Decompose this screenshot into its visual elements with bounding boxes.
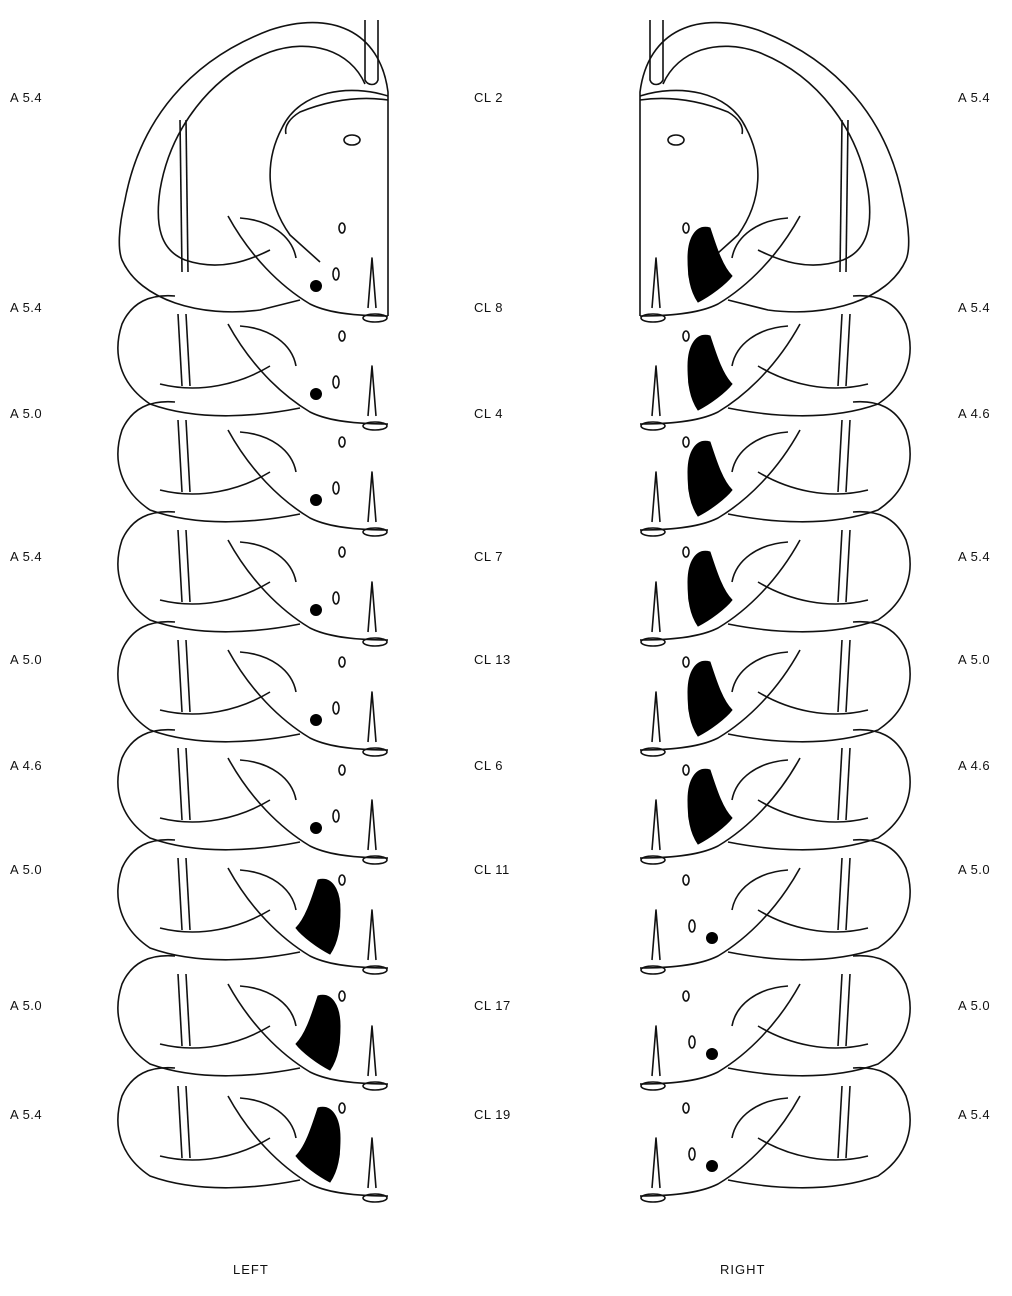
case-label: CL 19	[474, 1107, 511, 1122]
left-lesion-large-8	[296, 995, 340, 1070]
right-section-9	[640, 1068, 910, 1202]
case-label: CL 7	[474, 549, 503, 564]
right-column-label: RIGHT	[720, 1262, 765, 1277]
case-label: CL 4	[474, 406, 503, 421]
left-level-label: A 5.0	[10, 862, 42, 877]
case-label: CL 13	[474, 652, 511, 667]
left-level-label: A 5.0	[10, 652, 42, 667]
right-lesion-large-5	[688, 661, 732, 736]
left-lesion-dot-5	[310, 714, 322, 726]
left-lesion-dot-3	[310, 494, 322, 506]
right-section-8	[640, 956, 910, 1090]
left-level-label: A 5.0	[10, 998, 42, 1013]
right-lesion-dot-8	[706, 1048, 718, 1060]
left-level-label: A 4.6	[10, 758, 42, 773]
case-label: CL 8	[474, 300, 503, 315]
right-level-label: A 5.4	[958, 300, 990, 315]
right-level-label: A 4.6	[958, 406, 990, 421]
right-level-label: A 4.6	[958, 758, 990, 773]
right-level-label: A 5.0	[958, 998, 990, 1013]
left-lesion-dot-4	[310, 604, 322, 616]
case-label: CL 11	[474, 862, 510, 877]
right-level-label: A 5.0	[958, 652, 990, 667]
right-section-5	[640, 622, 910, 756]
right-section-4	[640, 512, 910, 646]
right-lesion-dot-9	[706, 1160, 718, 1172]
left-section-9	[118, 1068, 388, 1202]
left-lesion-dot-1	[310, 280, 322, 292]
left-lesion-dot-2	[310, 388, 322, 400]
left-level-label: A 5.4	[10, 300, 42, 315]
right-section-2	[640, 296, 910, 430]
right-level-label: A 5.0	[958, 862, 990, 877]
right-level-label: A 5.4	[958, 90, 990, 105]
right-lesion-large-2	[688, 335, 732, 410]
case-label: CL 2	[474, 90, 503, 105]
left-level-label: A 5.4	[10, 90, 42, 105]
left-section-5	[118, 622, 388, 756]
right-section-7	[640, 840, 910, 974]
right-section-6	[640, 730, 910, 864]
right-section-1	[640, 20, 909, 322]
left-lesion-large-7	[296, 879, 340, 954]
right-level-label: A 5.4	[958, 549, 990, 564]
right-lesion-large-3	[688, 441, 732, 516]
case-label: CL 6	[474, 758, 503, 773]
left-level-label: A 5.4	[10, 1107, 42, 1122]
left-lesion-large-9	[296, 1107, 340, 1182]
left-level-label: A 5.0	[10, 406, 42, 421]
left-section-8	[118, 956, 388, 1090]
right-lesion-large-4	[688, 551, 732, 626]
left-section-4	[118, 512, 388, 646]
left-section-2	[118, 296, 388, 430]
left-lesion-dot-6	[310, 822, 322, 834]
right-lesion-large-1	[688, 227, 732, 302]
left-section-7	[118, 840, 388, 974]
left-section-6	[118, 730, 388, 864]
left-column-label: LEFT	[233, 1262, 269, 1277]
left-section-1	[119, 20, 388, 322]
right-lesion-large-6	[688, 769, 732, 844]
left-level-label: A 5.4	[10, 549, 42, 564]
right-lesion-dot-7	[706, 932, 718, 944]
right-level-label: A 5.4	[958, 1107, 990, 1122]
case-label: CL 17	[474, 998, 511, 1013]
